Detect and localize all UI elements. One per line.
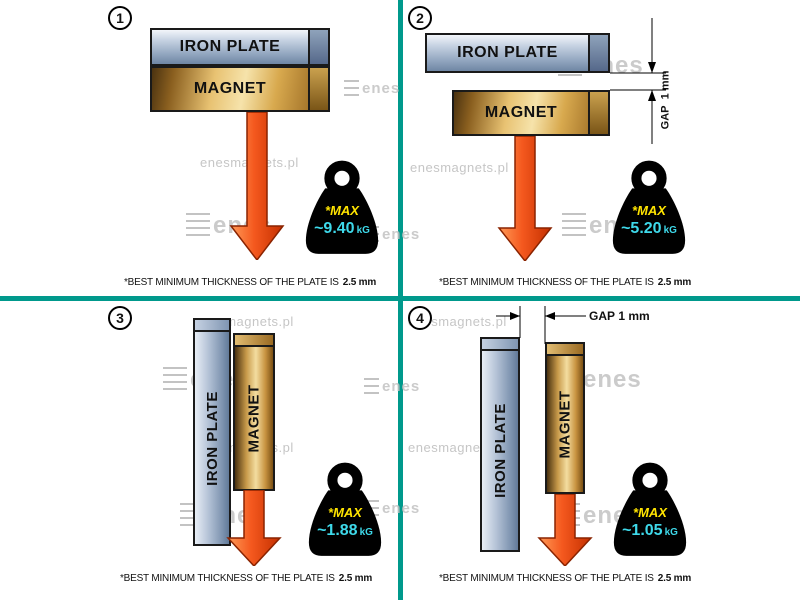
panel-2-gap-dimension xyxy=(610,18,666,144)
plate-end-face xyxy=(308,30,328,64)
panel-4-iron-plate: IRON PLATE xyxy=(480,337,520,552)
panel-3-force-arrow-icon xyxy=(226,490,282,566)
watermark-text: enesmagnets.pl xyxy=(408,314,507,329)
max-label: *MAX xyxy=(633,505,667,520)
iron-plate-label: IRON PLATE xyxy=(203,390,221,486)
logo-bars-icon xyxy=(364,378,379,395)
kettlebell-icon xyxy=(305,160,379,254)
watermark-logo: enes xyxy=(364,378,420,395)
panel-1-number: 1 xyxy=(108,6,132,30)
panel-2-iron-plate: IRON PLATE xyxy=(425,33,610,73)
max-label: *MAX xyxy=(328,505,362,520)
panel-4-gap-dimension xyxy=(496,306,586,344)
kettlebell-icon xyxy=(613,462,687,556)
panel-2-gap-label: GAP 1 mm xyxy=(659,70,671,129)
panel-1-force-arrow-icon xyxy=(229,112,285,260)
panel-2-magnet: MAGNET xyxy=(452,90,610,136)
logo-bars-icon xyxy=(186,213,210,239)
magnet-top-face xyxy=(547,344,583,356)
max-label: *MAX xyxy=(325,203,359,218)
panel-3-iron-plate: IRON PLATE xyxy=(193,318,231,546)
plate-top-face xyxy=(482,339,518,351)
panel-3-number: 3 xyxy=(108,306,132,330)
watermark-logo: enes xyxy=(344,80,400,97)
panel-1-iron-plate: IRON PLATE xyxy=(150,28,330,66)
plate-end-face xyxy=(588,35,608,71)
panel-2-number: 2 xyxy=(408,6,432,30)
panel-4-gap-label: GAP 1 mm xyxy=(589,309,650,323)
logo-bars-icon xyxy=(344,80,359,97)
kettlebell-icon xyxy=(612,160,686,254)
panel-2-force-arrow-icon xyxy=(497,136,553,261)
kettlebell-icon xyxy=(308,462,382,556)
magnet-label: MAGNET xyxy=(245,384,263,452)
panel-4-magnet: MAGNET xyxy=(545,342,585,494)
magnet-label: MAGNET xyxy=(556,390,574,458)
magnet-label: MAGNET xyxy=(193,80,267,97)
panel-4-force-arrow-icon xyxy=(537,494,593,566)
max-label: *MAX xyxy=(632,203,666,218)
magnet-end-face xyxy=(308,68,328,110)
iron-plate-label: IRON PLATE xyxy=(491,403,509,498)
divider-horizontal xyxy=(0,296,800,301)
logo-bars-icon xyxy=(163,367,187,393)
magnet-label: MAGNET xyxy=(484,104,558,121)
watermark-text: enesmagnets.pl xyxy=(410,160,509,175)
iron-plate-label: IRON PLATE xyxy=(457,44,558,61)
panel-3-magnet: MAGNET xyxy=(233,333,275,491)
iron-plate-label: IRON PLATE xyxy=(179,38,281,55)
logo-bars-icon xyxy=(562,213,586,239)
panel-1-magnet: MAGNET xyxy=(150,66,330,112)
magnet-end-face xyxy=(588,92,608,134)
magnet-top-face xyxy=(235,335,273,347)
panel-4-number: 4 xyxy=(408,306,432,330)
plate-top-face xyxy=(195,320,229,332)
